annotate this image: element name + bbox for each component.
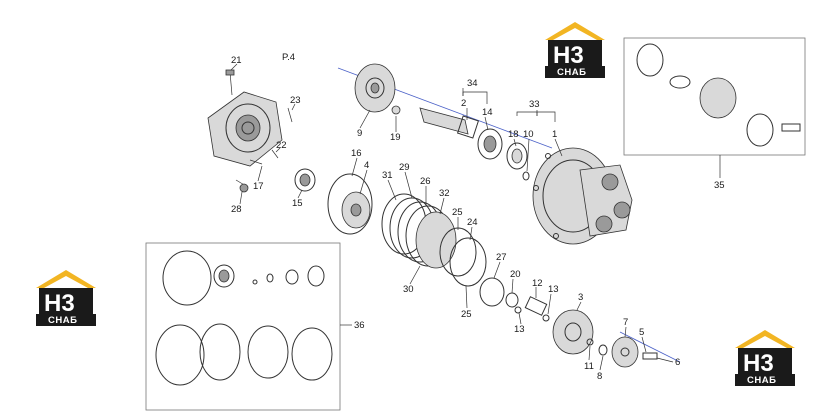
ball-19 — [391, 105, 401, 115]
callout-30: 30 — [403, 284, 414, 295]
callout-5: 5 — [639, 327, 644, 338]
kit-box-36 — [145, 242, 341, 411]
callout-13a: 13 — [548, 284, 559, 295]
callout-18: 18 — [508, 129, 519, 140]
callout-25b: 25 — [461, 309, 472, 320]
callout-2: 2 — [461, 98, 466, 109]
brake-pack — [381, 193, 457, 269]
callout-14: 14 — [482, 107, 493, 118]
callout-35: 35 — [714, 180, 725, 191]
callout-3: 3 — [578, 292, 583, 303]
callout-19: 19 — [390, 132, 401, 143]
callout-22: 22 — [276, 140, 287, 151]
retainer-plate-7 — [611, 336, 639, 368]
callout-labels: 21 23 22 17 28 15 9 19 34 2 14 33 18 10 … — [231, 55, 725, 382]
callout-28: 28 — [231, 204, 242, 215]
callout-15: 15 — [292, 198, 303, 209]
callout-29: 29 — [399, 162, 410, 173]
svg-text:СНАБ: СНАБ — [747, 375, 776, 386]
callout-13b: 13 — [514, 324, 525, 335]
kit-box-35 — [623, 37, 806, 156]
svg-text:H3: H3 — [743, 350, 774, 377]
callout-23: 23 — [290, 95, 301, 106]
callout-4: 4 — [364, 160, 369, 171]
callout-brackets — [462, 91, 556, 122]
assembly-axis-lower — [619, 331, 681, 363]
callout-31: 31 — [382, 170, 393, 181]
callout-20: 20 — [510, 269, 521, 280]
page-label: P.4 — [282, 52, 295, 63]
washer-13b — [542, 314, 550, 322]
callout-7: 7 — [623, 317, 628, 328]
spring-12 — [524, 296, 548, 316]
callout-12: 12 — [532, 278, 543, 289]
plate-16 — [327, 173, 373, 235]
bearing-15 — [294, 168, 316, 192]
callout-33: 33 — [529, 99, 540, 110]
callout-1: 1 — [552, 129, 557, 140]
svg-text:СНАБ: СНАБ — [48, 315, 77, 326]
swash-plate-9 — [354, 63, 396, 113]
motor-cover — [207, 69, 293, 193]
ring-10 — [522, 171, 530, 181]
cylinder-block-3 — [552, 309, 594, 355]
callout-11: 11 — [584, 361, 594, 372]
callout-8: 8 — [597, 371, 602, 382]
callout-26: 26 — [420, 176, 431, 187]
svg-text:СНАБ: СНАБ — [557, 67, 586, 78]
piston-5 — [642, 352, 658, 360]
callout-25a: 25 — [452, 207, 463, 218]
bearing-14 — [477, 128, 503, 160]
shaft-2 — [419, 107, 480, 139]
callout-36: 36 — [354, 320, 365, 331]
washer-13a — [514, 306, 522, 314]
callout-34: 34 — [467, 78, 478, 89]
ring-8 — [598, 344, 608, 356]
brand-logo-bottom-right: H3 СНАБ — [735, 330, 795, 386]
housing-1 — [532, 147, 633, 245]
callout-9: 9 — [357, 128, 362, 139]
callout-17: 17 — [253, 181, 264, 192]
callout-16: 16 — [351, 148, 362, 159]
brand-logo-left: H3 СНАБ — [36, 270, 96, 326]
bearing-18 — [506, 142, 528, 170]
ring-20 — [505, 292, 519, 308]
brand-logo-top: H3 СНАБ — [545, 22, 605, 78]
kit-35-parts — [636, 43, 801, 147]
callout-6: 6 — [675, 357, 680, 368]
callout-24: 24 — [467, 217, 478, 228]
callout-32: 32 — [439, 188, 450, 199]
svg-text:H3: H3 — [44, 290, 75, 317]
kit-36-parts — [155, 250, 333, 386]
callout-21: 21 — [231, 55, 242, 66]
callout-27: 27 — [496, 252, 507, 263]
pin-11 — [586, 338, 594, 346]
svg-text:H3: H3 — [553, 42, 584, 69]
callout-10: 10 — [523, 129, 534, 140]
